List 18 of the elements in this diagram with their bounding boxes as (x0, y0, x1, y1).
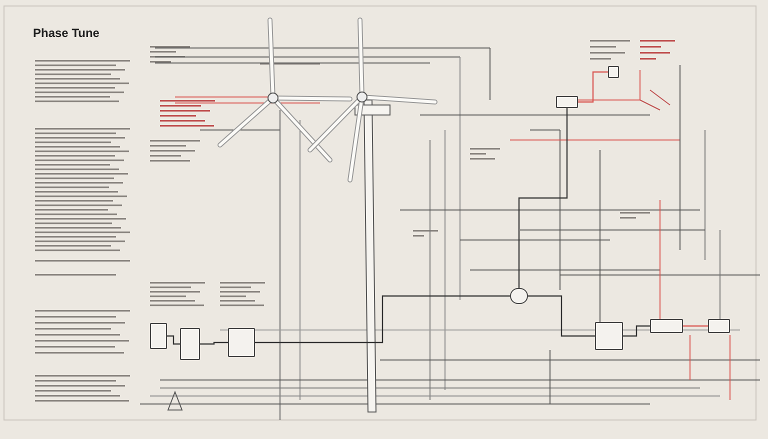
wire (255, 295, 510, 344)
wire (518, 108, 568, 288)
component-box (228, 328, 255, 357)
wire (623, 325, 650, 337)
motor-symbol (510, 288, 528, 304)
wire (578, 71, 608, 103)
diagram-title: Phase Tune (33, 25, 100, 42)
component-box (650, 319, 683, 333)
wire (528, 295, 595, 337)
component-box (708, 319, 730, 333)
wire (683, 325, 708, 327)
component-box (595, 322, 623, 350)
component-box (180, 328, 200, 360)
wire (167, 335, 180, 345)
component-box (150, 323, 167, 349)
component-box (608, 66, 619, 78)
component-box (556, 96, 578, 108)
wire (200, 342, 228, 345)
